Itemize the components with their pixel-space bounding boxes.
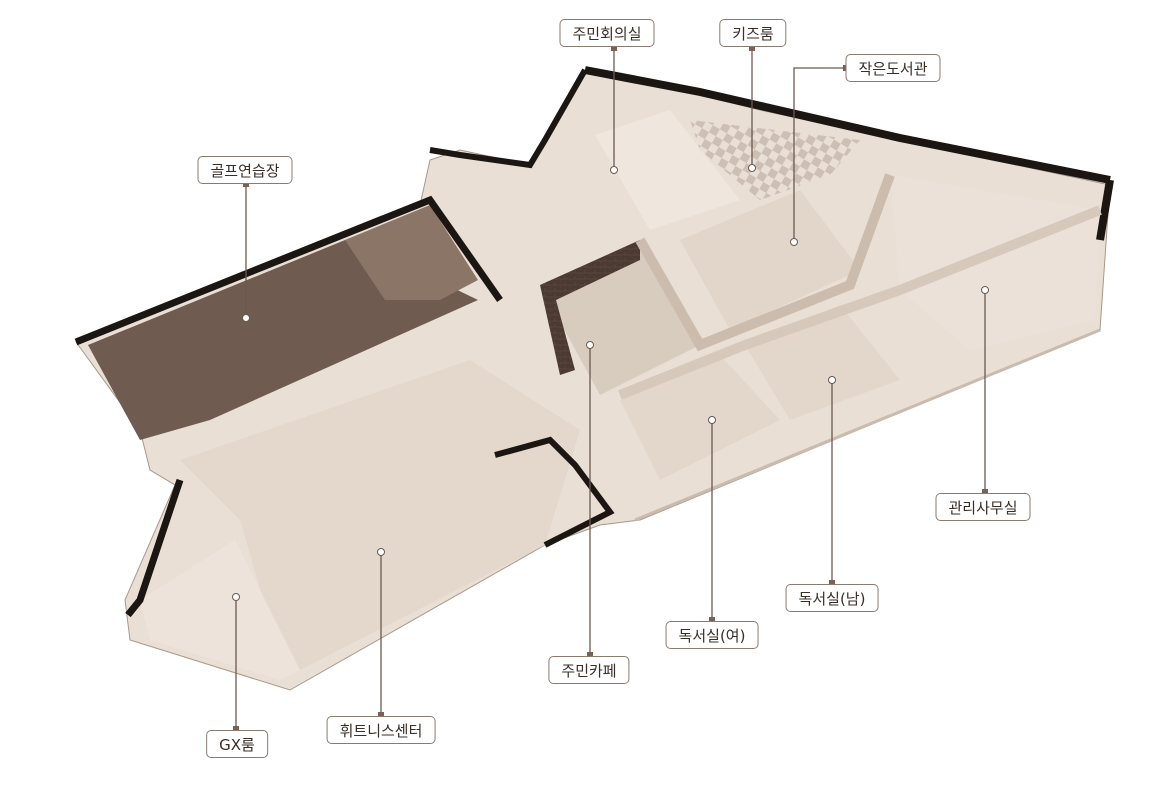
south-inner-wall [494,436,615,548]
label-fitness-center: 휘트니스센터 [326,716,436,744]
leader-anchor-fitness-center [378,712,384,718]
leader-point-small-library [790,238,798,246]
leader-point-resident-meeting-room [610,166,618,174]
leader-anchor-resident-cafe [587,652,593,658]
golf-room-wall [74,195,503,346]
leader-point-fitness-center [377,548,385,556]
leader-point-kids-room [748,164,756,172]
leader-line-small-library [793,67,846,242]
leader-anchor-golf-practice [243,181,249,187]
label-golf-practice: 골프연습장 [197,156,293,184]
leader-point-gx-room [232,593,240,601]
label-reading-room-men: 독서실(남) [785,584,879,612]
gx-room-floor [140,540,300,680]
label-management-office: 관리사무실 [935,493,1031,521]
fitness-wall [125,478,184,618]
fitness-center-floor [180,360,580,670]
kids-room-floor [690,120,860,200]
leader-point-golf-practice [242,314,250,322]
partition-walls [635,173,895,352]
north-west-wall [429,68,588,169]
leader-point-reading-room-men [828,376,836,384]
leader-point-reading-room-women [708,416,716,424]
reading-room-women-floor [620,355,780,480]
meeting-room-floor [595,110,740,230]
leader-anchor-kids-room [749,45,755,51]
leader-anchor-reading-room-women [709,617,715,623]
label-kids-room: 키즈룸 [719,19,787,47]
golf-screen-area [345,205,478,300]
label-small-library: 작은도서관 [845,54,941,82]
leader-anchor-reading-room-men [829,580,835,586]
leader-anchor-gx-room [233,726,239,732]
management-office-floor [890,175,1100,350]
label-gx-room: GX룸 [206,730,268,758]
label-resident-cafe: 주민카페 [548,656,630,684]
label-reading-room-women: 독서실(여) [665,621,759,649]
leader-anchor-resident-meeting-room [611,45,617,51]
partition-walls-2 [618,205,1102,400]
cafe-brick-wall [540,240,640,375]
north-exterior-wall [584,66,1111,184]
east-exterior-wall [1096,179,1114,241]
leader-point-management-office [981,286,989,294]
label-resident-meeting-room: 주민회의실 [559,19,655,47]
leader-point-resident-cafe [586,341,594,349]
leader-anchor-management-office [982,489,988,495]
small-library-floor [680,190,860,330]
